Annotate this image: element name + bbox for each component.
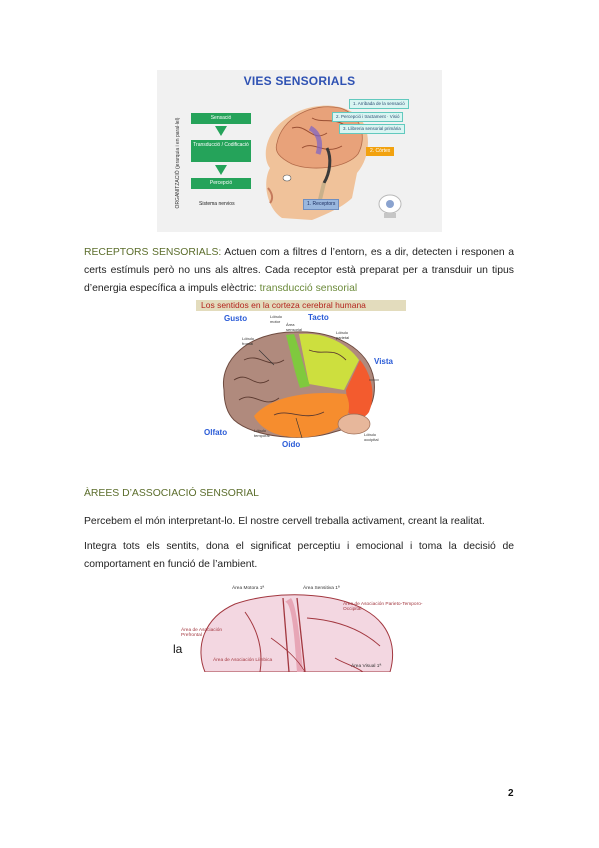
section-heading: ÀREES D’ASSOCIACIÓ SENSORIAL: [84, 488, 259, 499]
figure2-title: Los sentidos en la corteza cerebral huma…: [196, 300, 406, 311]
callout-2: 2. Percepció i tractament · Visió: [332, 112, 404, 122]
lobe-frontal: Lóbulo frontal: [242, 336, 255, 346]
sense-vista: Vista: [374, 357, 393, 366]
cortex-label: 2. Còrtex: [366, 147, 395, 156]
figure-sensory-pathways: VIES SENSORIALS ORGANITZACIÓ (jerarquia …: [157, 70, 442, 232]
stray-text: la: [173, 642, 183, 656]
label-limbic-area: Área de Asociación Límbica: [213, 658, 273, 663]
page-number: 2: [508, 788, 514, 799]
receptors-label: 1. Receptors: [303, 199, 340, 210]
sense-olfato: Olfato: [204, 428, 228, 437]
flow-arrow-2: [215, 165, 227, 175]
sense-gusto: Gusto: [224, 314, 248, 323]
label-visual-area: Área Visual 1ª: [351, 664, 382, 669]
callout-1: 1. Arribada de la sensació: [349, 99, 409, 109]
lobe-motor: Lóbulo motor: [270, 314, 283, 324]
paragraph-integration: Integra tots els sentits, dona el signif…: [84, 541, 514, 570]
flow-box-sensation: Sensació: [191, 113, 251, 124]
flow-box-transduction: Transducció / Codificació: [191, 140, 251, 162]
flow-box-perception: Percepció: [191, 178, 251, 189]
transduction-link[interactable]: transducció sensorial: [259, 283, 358, 294]
sense-oido: Oído: [282, 440, 301, 449]
paragraph-perception: Percebem el món interpretant-lo. El nost…: [84, 516, 485, 527]
sense-tacto: Tacto: [308, 313, 329, 322]
figure1-title: VIES SENSORIALS: [243, 74, 356, 88]
association-brain-diagram: [200, 594, 394, 672]
figure-cortex-senses: Los sentidos en la corteza cerebral huma…: [196, 300, 406, 450]
head-brain-illustration: [265, 105, 368, 220]
flow-caption: Sistema nervios: [199, 201, 235, 207]
lobe-occipital: Lóbulo occipital: [364, 432, 379, 442]
receptors-paragraph: RECEPTORS SENSORIALS: Actuen com a filtr…: [84, 244, 514, 298]
flow-arrow-1: [215, 126, 227, 136]
label-motor-area: Área Motora 1ª: [232, 586, 265, 591]
figure-association-areas: Área Motora 1ª Área Sensitiva 1ª Área de…: [175, 580, 423, 672]
label-prefrontal-area: Área de Asociación Prefrontal: [181, 628, 223, 638]
receptors-heading: RECEPTORS SENSORIALS:: [84, 247, 222, 258]
brain-lobes-illustration: [222, 331, 379, 439]
eye-illustration: [378, 194, 402, 218]
figure1-vertical-label: ORGANITZACIÓ (jerarquia i en paral·lel): [175, 117, 181, 209]
lobe-parietal: Lóbulo parietal: [336, 330, 350, 340]
label-sensory-area: Área Sensitiva 1ª: [303, 586, 340, 591]
callout-3: 3. Llibreria sensorial primària: [339, 124, 405, 134]
lobe-temporal: Lóbulo temporal: [254, 428, 270, 438]
area-sensorial: Área sensorial: [286, 322, 303, 332]
label-pto-area: Área de Asociación Parieto-Temporo-Occip…: [343, 602, 423, 612]
receptors-text: Actuen com a filtres d l’entorn, es a di…: [84, 247, 514, 294]
